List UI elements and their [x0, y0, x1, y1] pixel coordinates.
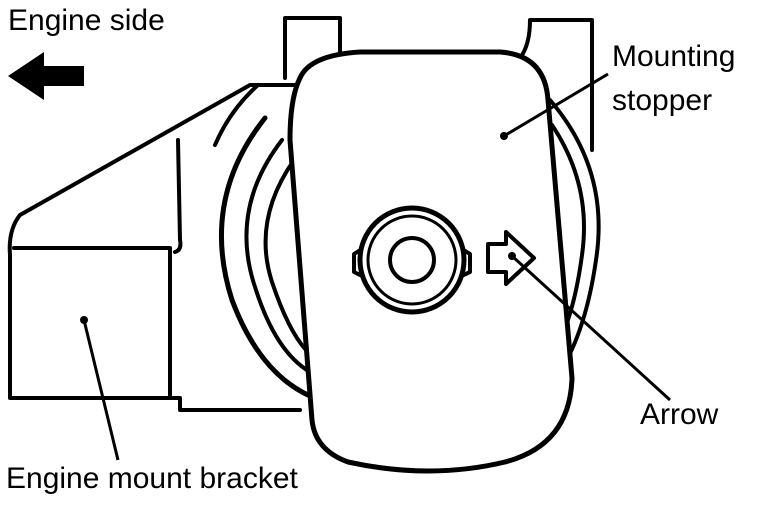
engine-mount-bracket — [7, 83, 302, 412]
label-engine-mount-bracket: Engine mount bracket — [6, 462, 298, 495]
leader-line-bracket — [82, 319, 120, 461]
leader-line-stopper — [503, 72, 609, 138]
leader-dot-stopper — [500, 132, 508, 140]
leader-dot-bracket — [80, 316, 88, 324]
label-engine-side: Engine side — [8, 4, 165, 37]
engine-side-arrow-icon — [8, 52, 84, 100]
center-bolt — [352, 205, 472, 315]
leader-dot-arrow — [508, 252, 516, 260]
label-mounting-stopper-line2: stopper — [612, 84, 713, 117]
leader-line-arrow — [510, 254, 672, 402]
direction-arrow-mark — [486, 230, 536, 286]
label-mounting-stopper-line1: Mounting — [612, 40, 736, 73]
label-arrow: Arrow — [640, 398, 719, 431]
